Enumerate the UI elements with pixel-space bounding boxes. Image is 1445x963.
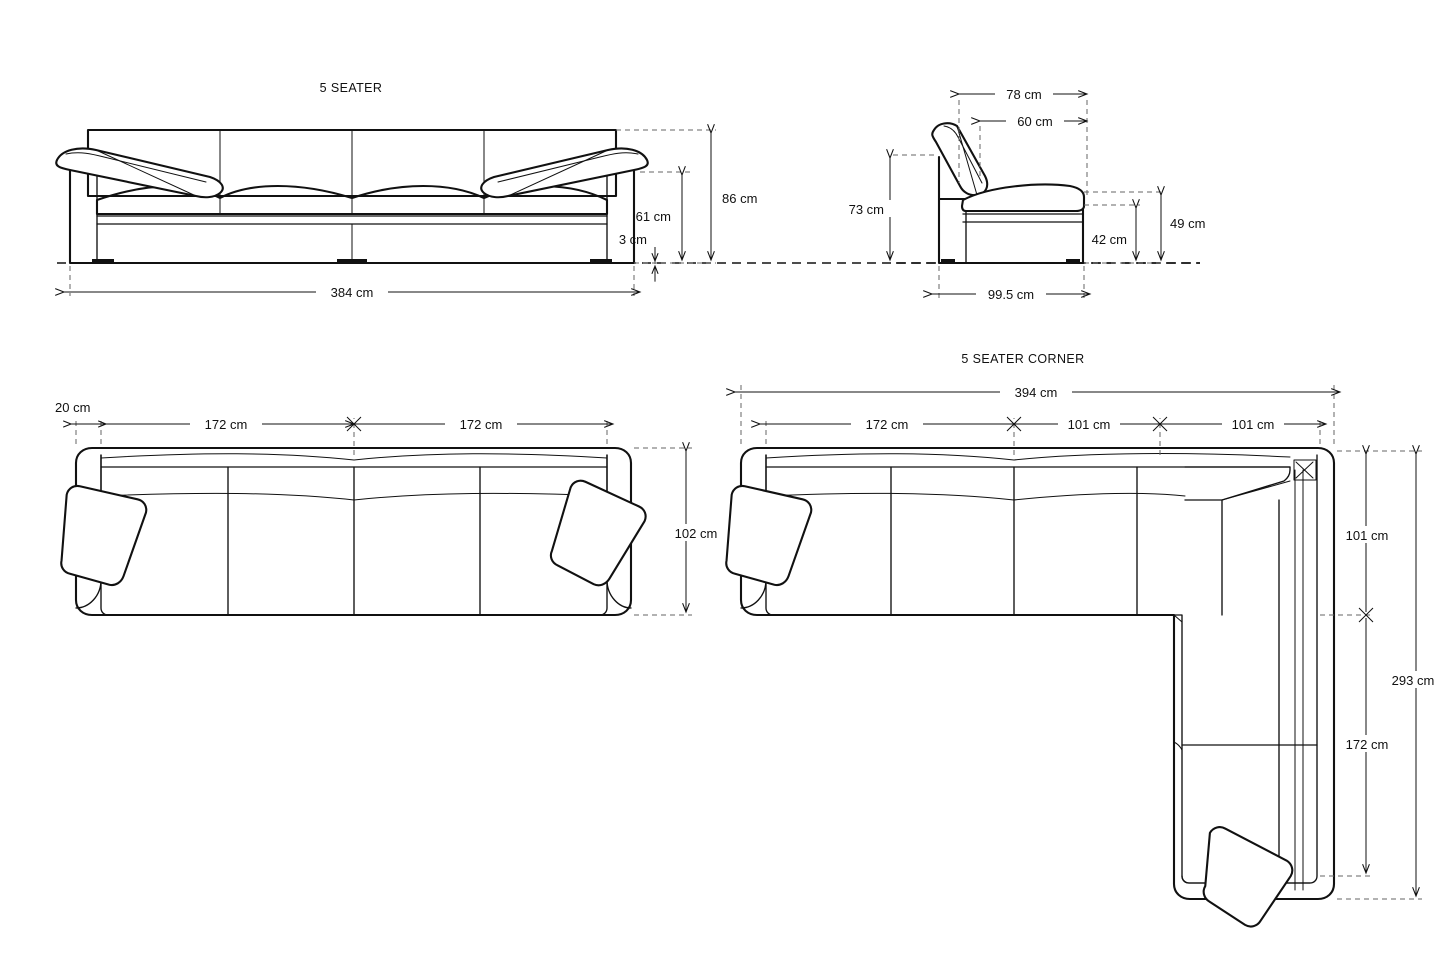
dimlabel-arm-width: 20 cm <box>55 400 90 415</box>
front-right-armrest-seam <box>497 152 639 183</box>
dimlabel-total-width: 384 cm <box>331 285 374 300</box>
front-left-armrest <box>55 147 224 199</box>
dimlabel-corner-module-b: 101 cm <box>1068 417 1111 432</box>
corner-pillow-chaise <box>1202 826 1294 928</box>
corner-notch-a <box>1173 614 1183 623</box>
dimlabel-chaise-width: 101 cm <box>1346 528 1389 543</box>
view-plan-corner: 5 SEATER CORNER <box>725 352 1445 928</box>
corner-notch-b <box>1173 741 1183 751</box>
dimlabel-seat-height-outer: 49 cm <box>1170 216 1205 231</box>
corner-pillow-left <box>725 484 813 587</box>
dimlabel-corner-total-width: 394 cm <box>1015 385 1058 400</box>
dimlabel-back-height: 86 cm <box>722 191 757 206</box>
front-left-armrest-seam <box>65 152 207 183</box>
front-foot-right <box>590 259 612 264</box>
plan-pillow-left <box>60 484 148 587</box>
dimlabel-total-depth-side: 99.5 cm <box>988 287 1034 302</box>
front-right-armrest <box>480 147 649 199</box>
front-left-armrest-fold <box>95 149 197 197</box>
dimlabel-back-height-side: 73 cm <box>849 202 884 217</box>
corner-view-title: 5 SEATER CORNER <box>961 352 1084 366</box>
side-foot-front <box>1066 259 1080 264</box>
plan-backrest-top-curve <box>100 453 608 461</box>
dimlabel-clearance: 3 cm <box>619 232 647 247</box>
corner-chaise-arm <box>1181 875 1311 884</box>
dimlabel-corner-total-depth: 293 cm <box>1392 673 1435 688</box>
corner-mitre-cross <box>1295 461 1314 479</box>
dimlabel-module-right: 172 cm <box>460 417 503 432</box>
view-plan-straight: 20 cm 172 cm 172 cm 102 cm <box>55 400 718 617</box>
corner-module-back <box>1184 466 1291 616</box>
corner-mitre-box <box>1293 459 1317 481</box>
plan-pillow-right <box>549 479 647 587</box>
dimlabel-chaise-length: 172 cm <box>1346 737 1389 752</box>
side-back-cushion-seam <box>943 125 983 184</box>
corner-outer-shell <box>739 446 1336 901</box>
dimlabel-arm-height: 61 cm <box>636 209 671 224</box>
front-foot-left <box>92 259 114 264</box>
side-foot-back <box>941 259 955 264</box>
plan-outer-shell <box>74 446 633 617</box>
dimlabel-seat-height-inner: 42 cm <box>1092 232 1127 247</box>
corner-backrest-top-curve <box>765 453 1291 461</box>
dimlabel-seat-depth-inner: 60 cm <box>1017 114 1052 129</box>
dimlabel-seat-depth-outer: 78 cm <box>1006 87 1041 102</box>
dimlabel-corner-module-c: 101 cm <box>1232 417 1275 432</box>
side-seat-cushion <box>960 183 1086 213</box>
corner-tick-cross-3 <box>1358 607 1374 623</box>
side-back-cushion-fold <box>956 125 978 196</box>
front-foot-mid-b <box>352 259 367 264</box>
dimlabel-module-left: 172 cm <box>205 417 248 432</box>
view-side-elevation: 78 cm 60 cm 73 cm 49 cm 42 cm 99.5 cm <box>849 85 1205 302</box>
front-view-title: 5 SEATER <box>320 81 383 95</box>
corner-module-diagonal <box>1221 480 1291 501</box>
dimlabel-corner-module-a: 172 cm <box>866 417 909 432</box>
front-foot-mid-a <box>337 259 352 264</box>
dimlabel-plan-depth: 102 cm <box>675 526 718 541</box>
front-right-armrest-fold <box>507 149 609 197</box>
